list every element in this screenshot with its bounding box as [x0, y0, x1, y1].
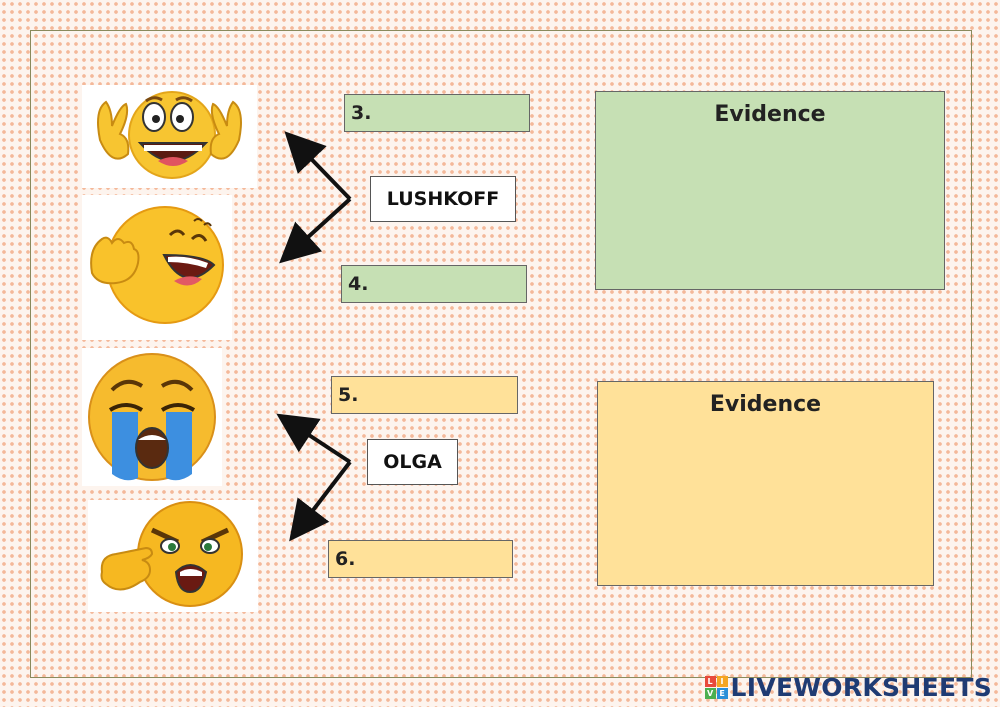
logo-tiles-icon: L I V E — [704, 676, 728, 699]
liveworksheets-logo: L I V E LIVEWORKSHEETS — [704, 673, 992, 702]
answer-field-6[interactable]: 6. — [328, 540, 513, 578]
answer-field-3[interactable]: 3. — [344, 94, 530, 132]
logo-text: LIVEWORKSHEETS — [730, 673, 992, 702]
crying-emoji-card — [82, 348, 222, 486]
answer-field-5[interactable]: 5. — [331, 376, 518, 414]
evidence-box-lushkoff[interactable]: Evidence — [595, 91, 945, 290]
laughing-waving-emoji-icon — [90, 206, 224, 324]
answer-field-4[interactable]: 4. — [341, 265, 527, 303]
angry-pointing-emoji-card — [88, 500, 258, 612]
evidence-title: Evidence — [714, 102, 826, 127]
crying-emoji-icon — [88, 353, 216, 481]
angry-pointing-emoji-icon — [100, 501, 243, 607]
worksheet-frame — [30, 30, 972, 678]
laughing-waving-emoji-card — [82, 195, 232, 340]
lushkoff-label: LUSHKOFF — [370, 176, 516, 222]
evidence-title: Evidence — [709, 392, 822, 417]
evidence-box-olga[interactable]: Evidence — [597, 381, 934, 586]
fingers-crossed-emoji-icon — [97, 91, 242, 179]
fingers-crossed-emoji-card — [82, 85, 257, 188]
olga-label: OLGA — [367, 439, 458, 485]
